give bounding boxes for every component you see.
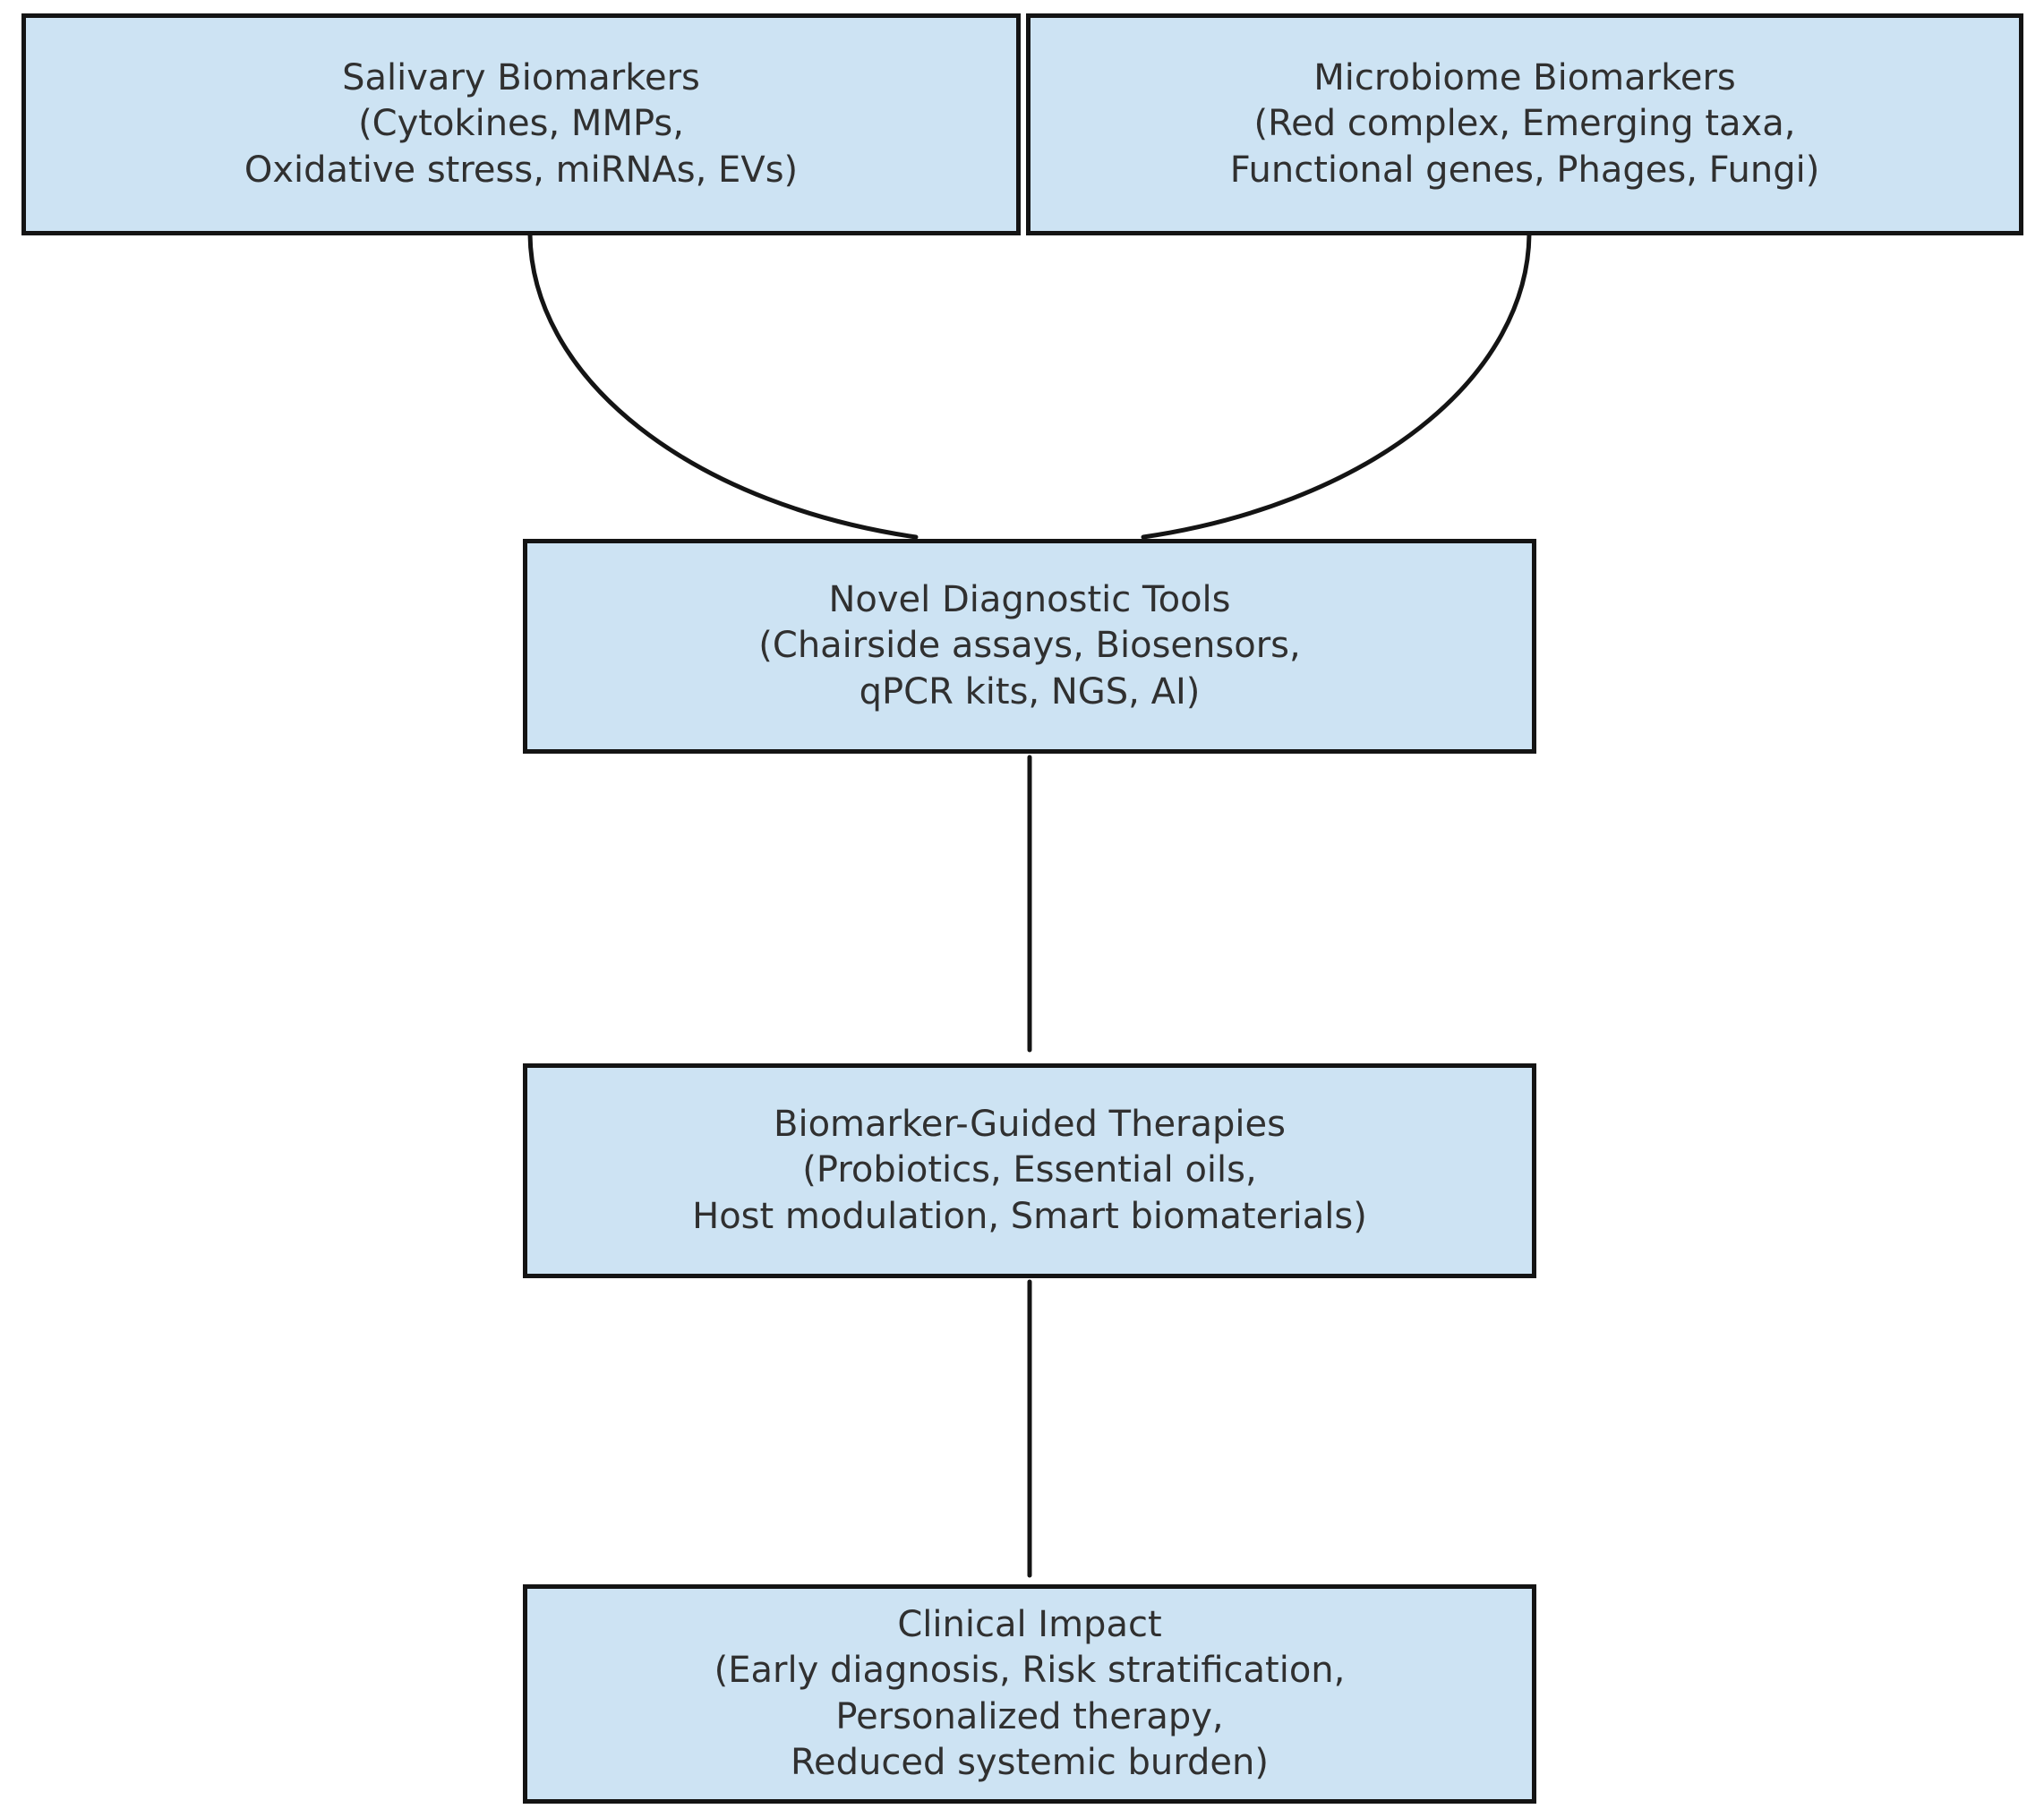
node-detail: (Cytokines, MMPs, <box>358 103 684 145</box>
node-title: Biomarker-Guided Therapies <box>774 1104 1286 1146</box>
node-detail: (Probiotics, Essential oils, <box>802 1149 1257 1191</box>
node-title: Salivary Biomarkers <box>342 57 700 99</box>
node-detail: Host modulation, Smart biomaterials) <box>692 1195 1367 1237</box>
node-clinical-impact: Clinical Impact (Early diagnosis, Risk s… <box>523 1584 1536 1804</box>
node-detail: (Red complex, Emerging taxa, <box>1253 103 1796 145</box>
node-detail: Functional genes, Phages, Fungi) <box>1229 149 1820 191</box>
node-detail: Reduced systemic burden) <box>791 1741 1269 1783</box>
node-salivary-biomarkers: Salivary Biomarkers (Cytokines, MMPs, Ox… <box>21 13 1021 235</box>
node-biomarker-guided-therapies: Biomarker-Guided Therapies (Probiotics, … <box>523 1063 1536 1278</box>
node-title: Novel Diagnostic Tools <box>828 579 1231 621</box>
node-detail: Oxidative stress, miRNAs, EVs) <box>244 149 799 191</box>
node-detail: qPCR kits, NGS, AI) <box>859 670 1201 713</box>
connector-salivary-to-diagnostics <box>527 232 919 540</box>
node-detail: (Chairside assays, Biosensors, <box>758 625 1301 667</box>
connector-microbiome-to-diagnostics <box>1141 232 1532 540</box>
node-detail: Personalized therapy, <box>835 1695 1224 1737</box>
node-title: Microbiome Biomarkers <box>1313 57 1736 99</box>
node-detail: (Early diagnosis, Risk stratification, <box>714 1650 1346 1692</box>
node-title: Clinical Impact <box>897 1604 1162 1646</box>
node-microbiome-biomarkers: Microbiome Biomarkers (Red complex, Emer… <box>1026 13 2023 235</box>
node-novel-diagnostic-tools: Novel Diagnostic Tools (Chairside assays… <box>523 539 1536 754</box>
